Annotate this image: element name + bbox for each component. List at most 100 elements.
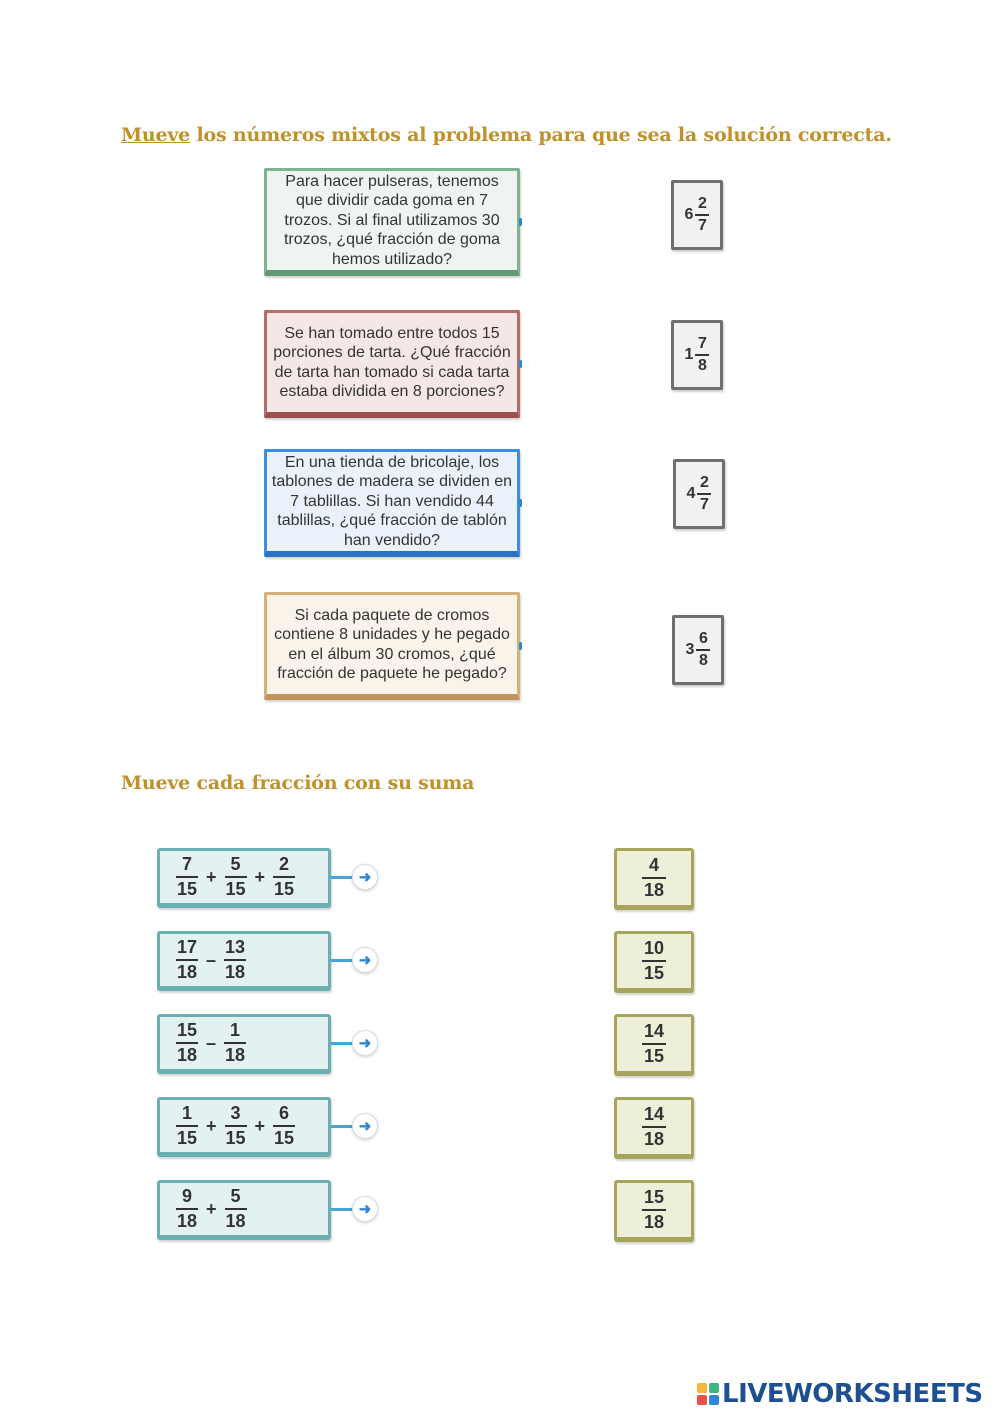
numerator: 4 <box>648 855 659 875</box>
denominator: 18 <box>643 1129 665 1149</box>
arrow-right-icon[interactable]: ➜ <box>352 947 378 973</box>
denominator: 18 <box>176 1045 198 1065</box>
mixed-whole: 6 <box>684 206 694 223</box>
denominator: 15 <box>643 1046 665 1066</box>
connection-port-2[interactable] <box>519 360 522 368</box>
denominator: 18 <box>643 880 665 900</box>
section2-title: Mueve cada fracción con su suma <box>121 772 475 794</box>
problem-card-2[interactable]: Se han tomado entre todos 15 porciones d… <box>264 310 522 418</box>
arrow-right-icon[interactable]: ➜ <box>352 864 378 890</box>
problem-text-3: En una tienda de bricolaje, los tablones… <box>271 453 513 549</box>
fraction-bar <box>642 960 666 962</box>
problem-card-4[interactable]: Si cada paquete de cromos contiene 8 uni… <box>264 592 522 700</box>
problem-text-1: Para hacer pulseras, tenemos que dividir… <box>283 172 501 268</box>
arrow-right-icon[interactable]: ➜ <box>352 1196 378 1222</box>
fraction-bar <box>642 877 666 879</box>
operator: + <box>206 1115 217 1136</box>
numerator: 5 <box>230 854 241 874</box>
fraction-bar <box>224 959 247 961</box>
numerator: 17 <box>176 937 198 957</box>
fraction-bar <box>224 1208 247 1210</box>
denominator: 15 <box>274 879 295 899</box>
numerator: 2 <box>700 474 709 491</box>
arrow-right-icon[interactable]: ➜ <box>352 1030 378 1056</box>
connector-line-3 <box>331 1042 353 1045</box>
denominator: 15 <box>176 879 198 899</box>
operator: + <box>206 866 217 887</box>
arrow-right-icon[interactable]: ➜ <box>352 1113 378 1139</box>
operator: + <box>254 866 266 887</box>
numerator: 7 <box>698 335 707 352</box>
section1-title-rest: los números mixtos al problema para que … <box>190 124 892 146</box>
fraction-bar <box>176 876 198 878</box>
fraction-bar <box>273 1125 296 1127</box>
connection-port-4[interactable] <box>519 642 522 650</box>
denominator: 18 <box>225 1211 246 1231</box>
numerator: 14 <box>643 1104 665 1124</box>
denominator: 18 <box>643 1212 665 1232</box>
operator: – <box>206 949 217 970</box>
connection-port-3[interactable] <box>519 499 522 507</box>
denominator: 18 <box>176 1211 198 1231</box>
denominator: 7 <box>698 217 707 234</box>
section1-title: Mueve los números mixtos al problema par… <box>121 124 892 146</box>
denominator: 15 <box>225 879 246 899</box>
numerator: 3 <box>230 1103 241 1123</box>
mixed-whole: 4 <box>686 485 696 502</box>
numerator: 5 <box>230 1186 241 1206</box>
numerator: 9 <box>181 1186 192 1206</box>
fraction-bar <box>176 1208 198 1210</box>
numerator: 6 <box>279 1103 290 1123</box>
problem-card-3[interactable]: En una tienda de bricolaje, los tablones… <box>264 449 522 557</box>
connector-line-4 <box>331 1125 353 1128</box>
denominator: 8 <box>699 652 708 669</box>
connection-port-1[interactable] <box>519 218 522 226</box>
numerator: 10 <box>643 938 665 958</box>
denominator: 15 <box>643 963 665 983</box>
mixed-whole: 1 <box>684 346 694 363</box>
denominator: 15 <box>176 1128 198 1148</box>
fraction-bar <box>697 493 712 495</box>
numerator: 6 <box>699 630 708 647</box>
connector-line-2 <box>331 959 353 962</box>
fraction-bar <box>224 1125 247 1127</box>
numerator: 7 <box>181 854 192 874</box>
connector-line-1 <box>331 876 353 879</box>
fraction-bar <box>176 1042 198 1044</box>
denominator: 15 <box>225 1128 246 1148</box>
mixed-whole: 3 <box>685 641 695 658</box>
numerator: 1 <box>230 1020 241 1040</box>
mixed-number-tile-4[interactable]: 3 6 8 <box>672 615 724 685</box>
logo-mark-icon <box>697 1383 719 1405</box>
fraction-bar <box>176 1125 198 1127</box>
problem-card-1[interactable]: Para hacer pulseras, tenemos que dividir… <box>264 168 522 276</box>
denominator: 18 <box>176 962 198 982</box>
